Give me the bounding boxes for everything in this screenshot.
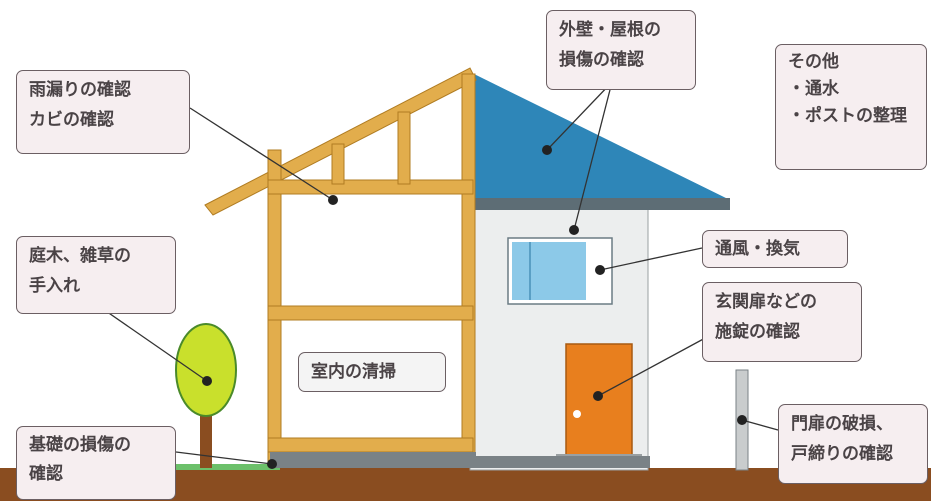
roof xyxy=(470,72,730,200)
cleaning-label: 室内の清掃 xyxy=(298,352,446,392)
rain-leak-line-2: カビの確認 xyxy=(29,110,114,130)
other-item-water: ・通水 xyxy=(788,79,839,99)
garden-label: 庭木、雑草の 手入れ xyxy=(16,236,176,314)
front-door xyxy=(565,343,633,463)
other-item-mail: ・ポストの整理 xyxy=(788,106,907,126)
entrance-line-2: 施錠の確認 xyxy=(715,322,800,342)
grass xyxy=(170,464,280,470)
timber-frame xyxy=(204,67,477,467)
garden-line-2: 手入れ xyxy=(29,276,80,296)
entrance-line-1: 玄関扉などの xyxy=(715,292,817,312)
ventilation-label: 通風・換気 xyxy=(702,230,848,268)
gate-line-2: 戸締りの確認 xyxy=(791,444,893,464)
entrance-label: 玄関扉などの 施錠の確認 xyxy=(702,282,862,362)
window-glass xyxy=(512,242,586,300)
callout-dots xyxy=(202,145,747,469)
door-knob xyxy=(573,410,581,418)
foundation-label: 基礎の損傷の 確認 xyxy=(16,426,176,500)
tree-trunk xyxy=(200,400,212,468)
rain-leak-line-1: 雨漏りの確認 xyxy=(29,80,131,100)
other-label: その他 ・通水 ・ポストの整理 xyxy=(775,44,927,170)
exterior-line-2: 損傷の確認 xyxy=(559,50,644,70)
gate-label: 門扉の破損、 戸締りの確認 xyxy=(778,404,928,484)
garden-line-1: 庭木、雑草の xyxy=(29,246,131,266)
roof-eave xyxy=(468,198,730,210)
foundation-line-2: 確認 xyxy=(29,464,63,484)
exterior-line-1: 外壁・屋根の xyxy=(559,20,661,40)
gate-line-1: 門扉の破損、 xyxy=(791,414,893,434)
foundation-line-1: 基礎の損傷の xyxy=(29,435,131,455)
ventilation-text: 通風・換気 xyxy=(715,239,800,259)
foundation xyxy=(270,452,476,468)
exterior-label: 外壁・屋根の 損傷の確認 xyxy=(546,10,696,90)
other-title: その他 xyxy=(788,52,839,72)
rain-leak-label: 雨漏りの確認 カビの確認 xyxy=(16,70,190,154)
cleaning-text: 室内の清掃 xyxy=(311,362,396,382)
tree-crown xyxy=(175,323,237,417)
